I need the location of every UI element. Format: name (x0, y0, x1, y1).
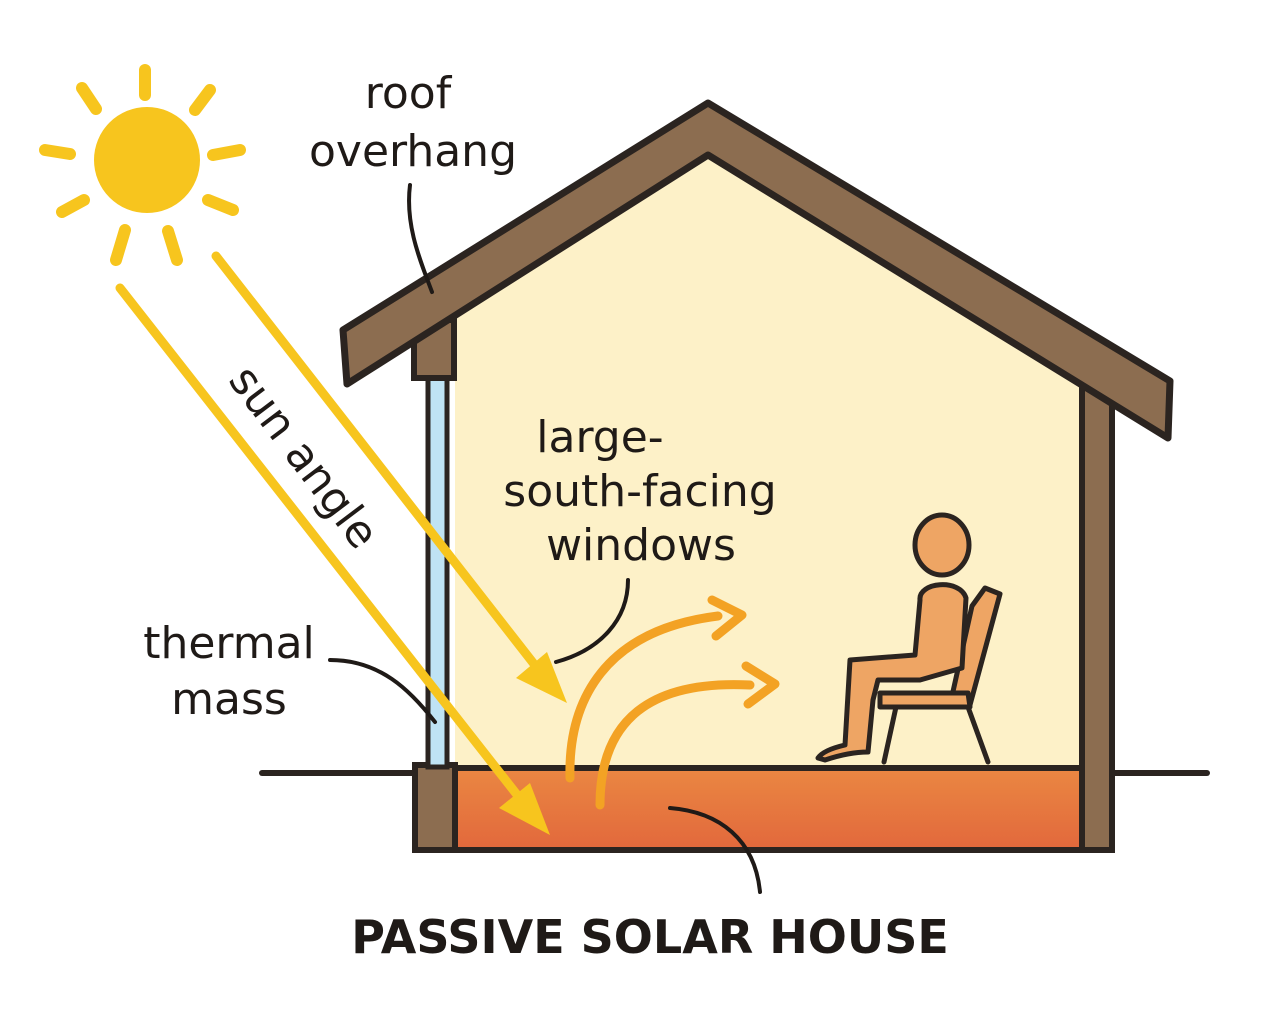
right-wall (1079, 382, 1115, 853)
thermal-mass-floor (452, 765, 1085, 853)
thermal-mass-label-line2: mass (171, 674, 287, 725)
heat-arrow-right (595, 661, 780, 810)
sun-ray-lower (115, 283, 550, 835)
floor-leader-line (668, 806, 762, 894)
sun-ray-upper (211, 251, 567, 703)
roof-overhang (339, 99, 1174, 442)
sun-icon (39, 64, 246, 266)
heat-arrow-left (565, 595, 747, 783)
roof-overhang-label-line2: overhang (309, 126, 517, 177)
thermal-mass-label-line1: thermal (143, 618, 315, 669)
windows-label-line2: south-facing (503, 466, 776, 517)
window-leader-line (554, 578, 630, 664)
left-foundation (412, 762, 458, 853)
thermal-leader-line (328, 658, 437, 724)
diagram-title: PASSIVE SOLAR HOUSE (351, 910, 949, 964)
person-icon (815, 512, 972, 763)
roof-overhang-label-line1: roof (365, 68, 453, 119)
chair-icon (877, 585, 1003, 765)
windows-label-line1: large- (536, 412, 663, 463)
windows-label-line3: windows (546, 520, 736, 571)
roof-leader-line (407, 183, 434, 294)
